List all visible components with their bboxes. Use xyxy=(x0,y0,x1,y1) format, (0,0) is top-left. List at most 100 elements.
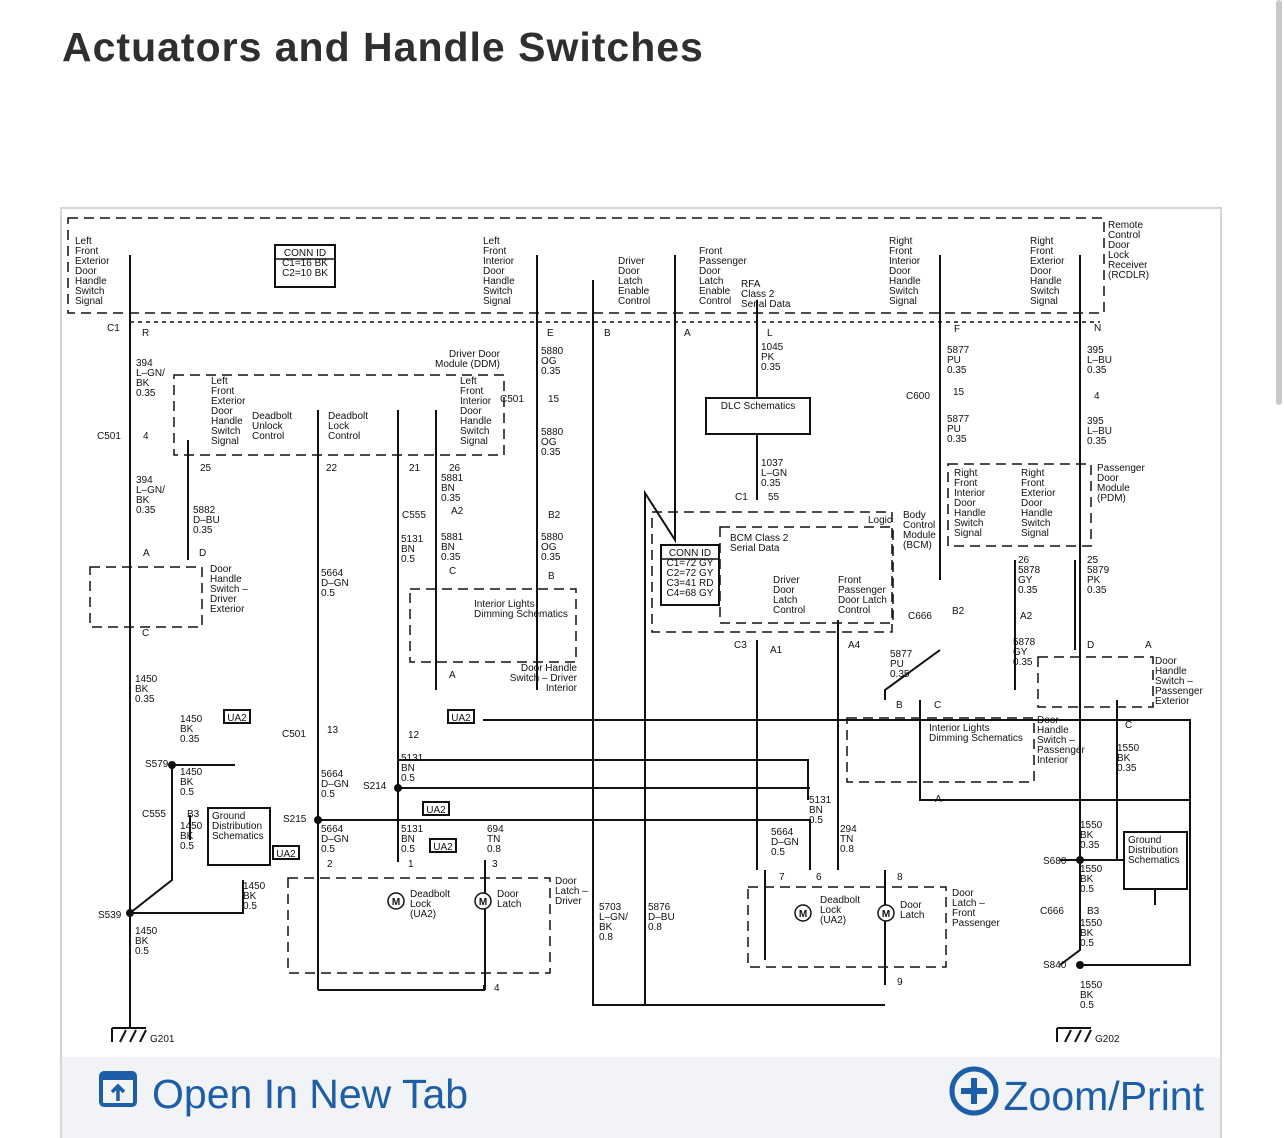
label-pin-a-il: A xyxy=(449,670,456,681)
wire xyxy=(644,255,885,1006)
label-pin-c600-15: 15 xyxy=(953,387,965,398)
label-pin-b2: B2 xyxy=(548,510,561,521)
box-ua2-4: UA2 xyxy=(429,838,457,853)
label-pin-8: 8 xyxy=(897,872,903,883)
label-g201: G201 xyxy=(150,1034,175,1045)
scrollbar[interactable] xyxy=(1276,0,1282,405)
label-pin-D-dhs: D xyxy=(199,548,206,559)
module-outline xyxy=(67,217,1105,314)
svg-text:UA2: UA2 xyxy=(227,713,247,724)
wire xyxy=(398,759,809,800)
label-pin-C-pil: C xyxy=(934,700,941,711)
wire xyxy=(592,280,645,1006)
box-ua2-2: UA2 xyxy=(447,709,475,724)
label-pin-b2r: B2 xyxy=(952,606,965,617)
label-logic: Logic xyxy=(868,515,892,526)
action-bar: Open In New Tab Zoom/Print xyxy=(62,1057,1220,1138)
box-ua2-3: UA2 xyxy=(422,801,450,816)
wire xyxy=(318,985,485,991)
svg-text:M: M xyxy=(799,909,807,920)
motor-icon: M xyxy=(794,904,812,922)
module-outline xyxy=(89,566,203,628)
label-c1-55: C1 xyxy=(735,492,748,503)
label-pin-a4: A4 xyxy=(848,640,861,651)
label-s539: S539 xyxy=(98,910,122,921)
label-pin-n: N xyxy=(1094,323,1101,334)
label-s215: S215 xyxy=(283,814,307,825)
module-outline xyxy=(846,717,1035,783)
open-in-new-tab-label: Open In New Tab xyxy=(152,1070,469,1117)
wire xyxy=(919,700,1190,801)
module-outline xyxy=(747,886,947,968)
label-pin-a2r: A2 xyxy=(1020,611,1033,622)
label-pin-4: 4 xyxy=(143,431,149,442)
splice-point xyxy=(168,761,176,769)
svg-text:M: M xyxy=(479,897,487,908)
module-outline xyxy=(1037,656,1154,708)
open-in-new-tab-button[interactable]: Open In New Tab xyxy=(98,1069,468,1119)
label-pin-l: L xyxy=(767,328,773,339)
label-pin-D-pdhs: D xyxy=(1087,640,1094,651)
wire xyxy=(884,649,941,700)
box-ua2-5: UA2 xyxy=(272,845,300,860)
label-pin-26: 26 xyxy=(449,463,461,474)
wires xyxy=(129,255,1191,1028)
open-in-new-tab-icon xyxy=(98,1069,138,1119)
label-pin-25: 25 xyxy=(200,463,212,474)
label-pin-e: E xyxy=(547,328,554,339)
label-pin-a: A xyxy=(684,328,691,339)
wire xyxy=(318,819,811,870)
label-pin-6: 6 xyxy=(816,872,822,883)
label-c600: C600 xyxy=(906,391,930,402)
zoom-print-button[interactable]: Zoom/Print xyxy=(948,1065,1204,1127)
label-s840: S840 xyxy=(1043,960,1067,971)
label-pin-4r: 4 xyxy=(1094,391,1100,402)
label-c501-4: C501 xyxy=(97,431,121,442)
splice-point xyxy=(1076,961,1084,969)
label-pin-r: R xyxy=(142,328,149,339)
label-c501-15: C501 xyxy=(500,394,524,405)
label-pin-15: 15 xyxy=(548,394,560,405)
label-pin-A-pdhs: A xyxy=(1145,640,1152,651)
label-s579: S579 xyxy=(145,759,169,770)
module-outline xyxy=(173,374,505,456)
